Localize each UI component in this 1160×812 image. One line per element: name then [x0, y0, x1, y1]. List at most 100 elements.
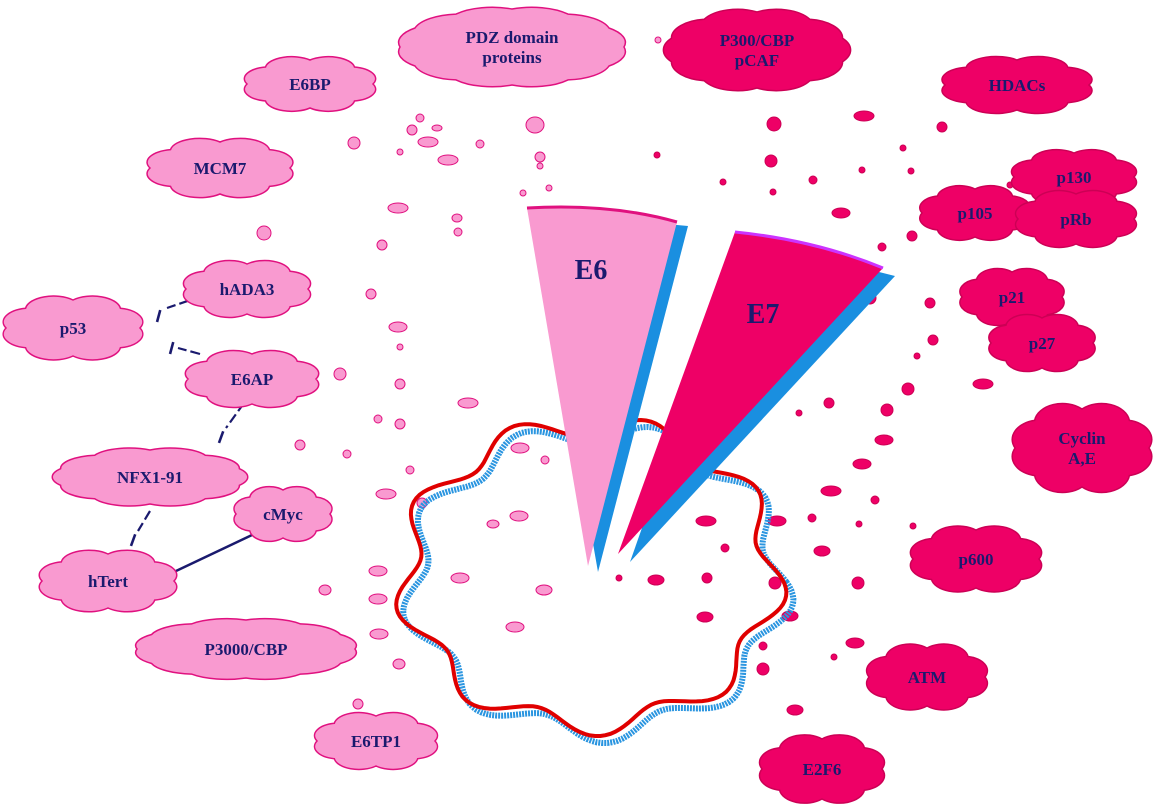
e6-side-dot [369, 566, 387, 576]
cloud-label: PDZ domain [465, 28, 559, 47]
e7-side-dot [697, 612, 713, 622]
e7-side-dot [759, 642, 767, 650]
e6-side-dot [406, 466, 414, 474]
e6-side-dot [388, 203, 408, 213]
e6-partner-e6tp1: E6TP1 [315, 713, 438, 770]
e6-partner-p3000-cbp: P3000/CBP [136, 619, 357, 680]
cloud-label: HDACs [989, 76, 1046, 95]
cloud-label: cMyc [263, 505, 303, 524]
e7-label: E7 [747, 299, 780, 330]
e7-side-dot [925, 298, 935, 308]
e7-partner-p105: p105 [920, 186, 1030, 241]
e6-side-dot [395, 419, 405, 429]
e6-side-dot [407, 125, 417, 135]
e6-side-dot [487, 520, 499, 528]
e6-side-dot [393, 659, 405, 669]
e6-side-dot [257, 226, 271, 240]
cloud-shape [399, 7, 626, 87]
e7-side-dot [902, 383, 914, 395]
cloud-label: E2F6 [803, 760, 842, 779]
cloud-label: hADA3 [220, 280, 275, 299]
e6-side-dot [366, 289, 376, 299]
e7-side-dot [809, 176, 817, 184]
e6-side-dot [520, 190, 526, 196]
cloud-label: NFX1-91 [117, 468, 183, 487]
e6-partner-cmyc: cMyc [234, 487, 332, 542]
e7-side-dot [824, 398, 834, 408]
e7-side-dot [907, 231, 917, 241]
cloud-label: pCAF [735, 51, 779, 70]
e7-partner-prb: pRb [1016, 191, 1137, 248]
cloud-label: proteins [482, 48, 542, 67]
e6-side-dot [458, 398, 478, 408]
e6-side-dot [295, 440, 305, 450]
cloud-shape [663, 9, 850, 90]
e7-side-dot [808, 514, 816, 522]
cloud-label: p130 [1057, 168, 1092, 187]
e6-side-dot [452, 214, 462, 222]
e7-side-dot [853, 459, 871, 469]
e7-side-dot [914, 353, 920, 359]
e7-side-dot [765, 155, 777, 167]
e7-side-dot [854, 111, 874, 121]
cloud-label: MCM7 [194, 159, 247, 178]
e7-side-dot [859, 167, 865, 173]
e7-side-dot [937, 122, 947, 132]
e7-partner-p600: p600 [910, 526, 1041, 592]
activation-link-cmyc-htert [176, 535, 252, 571]
e7-side-dot [973, 379, 993, 389]
e6-side-dot [395, 379, 405, 389]
e6-partner-p53: p53 [3, 296, 143, 360]
e6-partner-pdz-domain-proteins: PDZ domainproteins [399, 7, 626, 87]
cloud-label: E6BP [289, 75, 331, 94]
e6-side-dot [416, 114, 424, 122]
e7-side-dot [782, 611, 798, 621]
e7-side-dot [702, 573, 712, 583]
e6-side-dot [334, 368, 346, 380]
e6-side-dot [397, 149, 403, 155]
cloud-label: P3000/CBP [204, 640, 287, 659]
e6-side-dot [454, 228, 462, 236]
e6-side-dot [451, 573, 469, 583]
e6-side-dot [511, 443, 529, 453]
e7-side-dot [720, 179, 726, 185]
e6-partner-e6bp: E6BP [244, 57, 375, 112]
e7-side-dot [821, 486, 841, 496]
inhibition-link-e6ap-p53: I [167, 338, 200, 359]
e7-side-dot [721, 544, 729, 552]
e7-side-dot [814, 546, 830, 556]
e7-side-dot [832, 208, 850, 218]
e6-side-dot [510, 511, 528, 521]
e7-side-dot [928, 335, 938, 345]
e6-side-dot [526, 117, 544, 133]
e6-side-dot [389, 322, 407, 332]
e6-partner-htert: hTert [39, 550, 177, 612]
e6-side-dot [546, 185, 552, 191]
e7-side-dot [846, 638, 864, 648]
e7-side-dot [852, 577, 864, 589]
e6-partner-nfx1-91: NFX1-91 [52, 448, 247, 506]
e7-side-dot [831, 654, 837, 660]
cloud-label: p21 [999, 288, 1025, 307]
cloud-label: E6AP [231, 370, 274, 389]
e6-side-dot [369, 594, 387, 604]
e7-side-dot [654, 152, 660, 158]
e6-side-dot [432, 125, 442, 131]
e6-side-dot [418, 137, 438, 147]
inhibition-symbol: I [127, 530, 139, 551]
e7-side-dot [767, 117, 781, 131]
e6-partner-mcm7: MCM7 [147, 138, 293, 197]
e7-side-dot [878, 243, 886, 251]
e7-side-dot [871, 496, 879, 504]
e6-side-dot [353, 699, 363, 709]
e6-side-dot [376, 489, 396, 499]
e6-side-dot [537, 163, 543, 169]
cloud-label: A,E [1068, 449, 1096, 468]
e6-label: E6 [575, 255, 608, 286]
e6-side-dot [655, 37, 661, 43]
e7-side-dot [900, 145, 906, 151]
